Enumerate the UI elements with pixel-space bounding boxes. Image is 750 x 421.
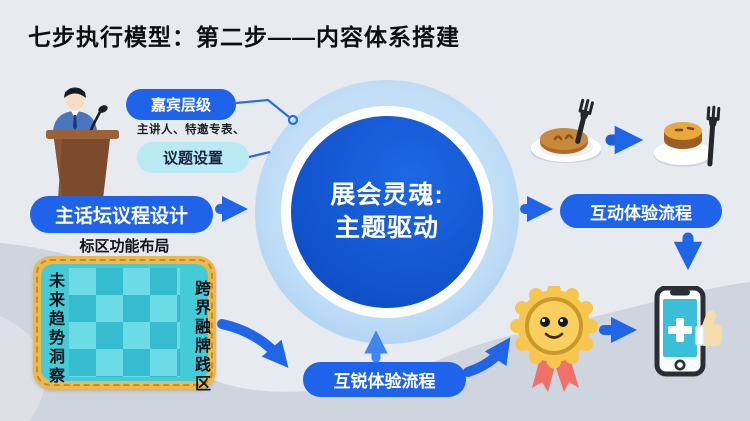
phone-thumbs-up-icon bbox=[654, 286, 722, 377]
core-title-line2: 主题驱动 bbox=[334, 214, 439, 242]
medal-smiley-ribbon-icon bbox=[510, 286, 598, 392]
bottom-experience-label: 互锐体验流程 bbox=[333, 372, 436, 391]
bottom-experience-button[interactable]: 互锐体验流程 bbox=[303, 362, 466, 397]
zone-map-right-label: 跨界融牌践区 bbox=[192, 280, 209, 394]
zone-map-left-label: 未来趋势洞察 bbox=[46, 272, 63, 386]
topic-setting-label: 议题设置 bbox=[162, 150, 223, 167]
forum-agenda-label: 主话坛议程设计 bbox=[54, 206, 188, 227]
page-title: 七步执行模型：第二步——内容体系搭建 bbox=[28, 24, 460, 50]
right-experience-button[interactable]: 互动体验流程 bbox=[560, 194, 722, 228]
right-experience-label: 互动体验流程 bbox=[590, 203, 692, 223]
theme-circle-core[interactable]: 展会灵魂: 主题驱动 bbox=[291, 116, 483, 308]
guest-level-button[interactable]: 嘉宾层级 bbox=[126, 89, 236, 120]
zone-map-grid bbox=[33, 256, 216, 389]
thumbs-up-hand bbox=[695, 310, 722, 346]
zone-map-dashed-border bbox=[36, 259, 213, 386]
speaker-podium-icon bbox=[46, 87, 119, 199]
steak-plate-fork-icon bbox=[531, 98, 601, 163]
forum-agenda-button[interactable]: 主话坛议程设计 bbox=[30, 196, 213, 233]
guest-level-label: 嘉宾层级 bbox=[150, 97, 211, 114]
zone-map-checkerboard bbox=[69, 268, 180, 377]
dish-plate-fork-icon bbox=[654, 105, 721, 167]
core-title-line1: 展会灵魂: bbox=[330, 181, 444, 209]
theme-circle-ring: 展会灵魂: 主题驱动 bbox=[281, 106, 493, 318]
zone-map-heading: 标区功能布局 bbox=[79, 238, 170, 255]
topic-setting-button[interactable]: 议题设置 bbox=[137, 142, 249, 173]
zone-map-floor bbox=[41, 264, 208, 381]
speaker-roles-text: 主讲人、特邀专表、 bbox=[137, 124, 245, 136]
theme-circle-outer: 展会灵魂: 主题驱动 bbox=[255, 80, 519, 344]
